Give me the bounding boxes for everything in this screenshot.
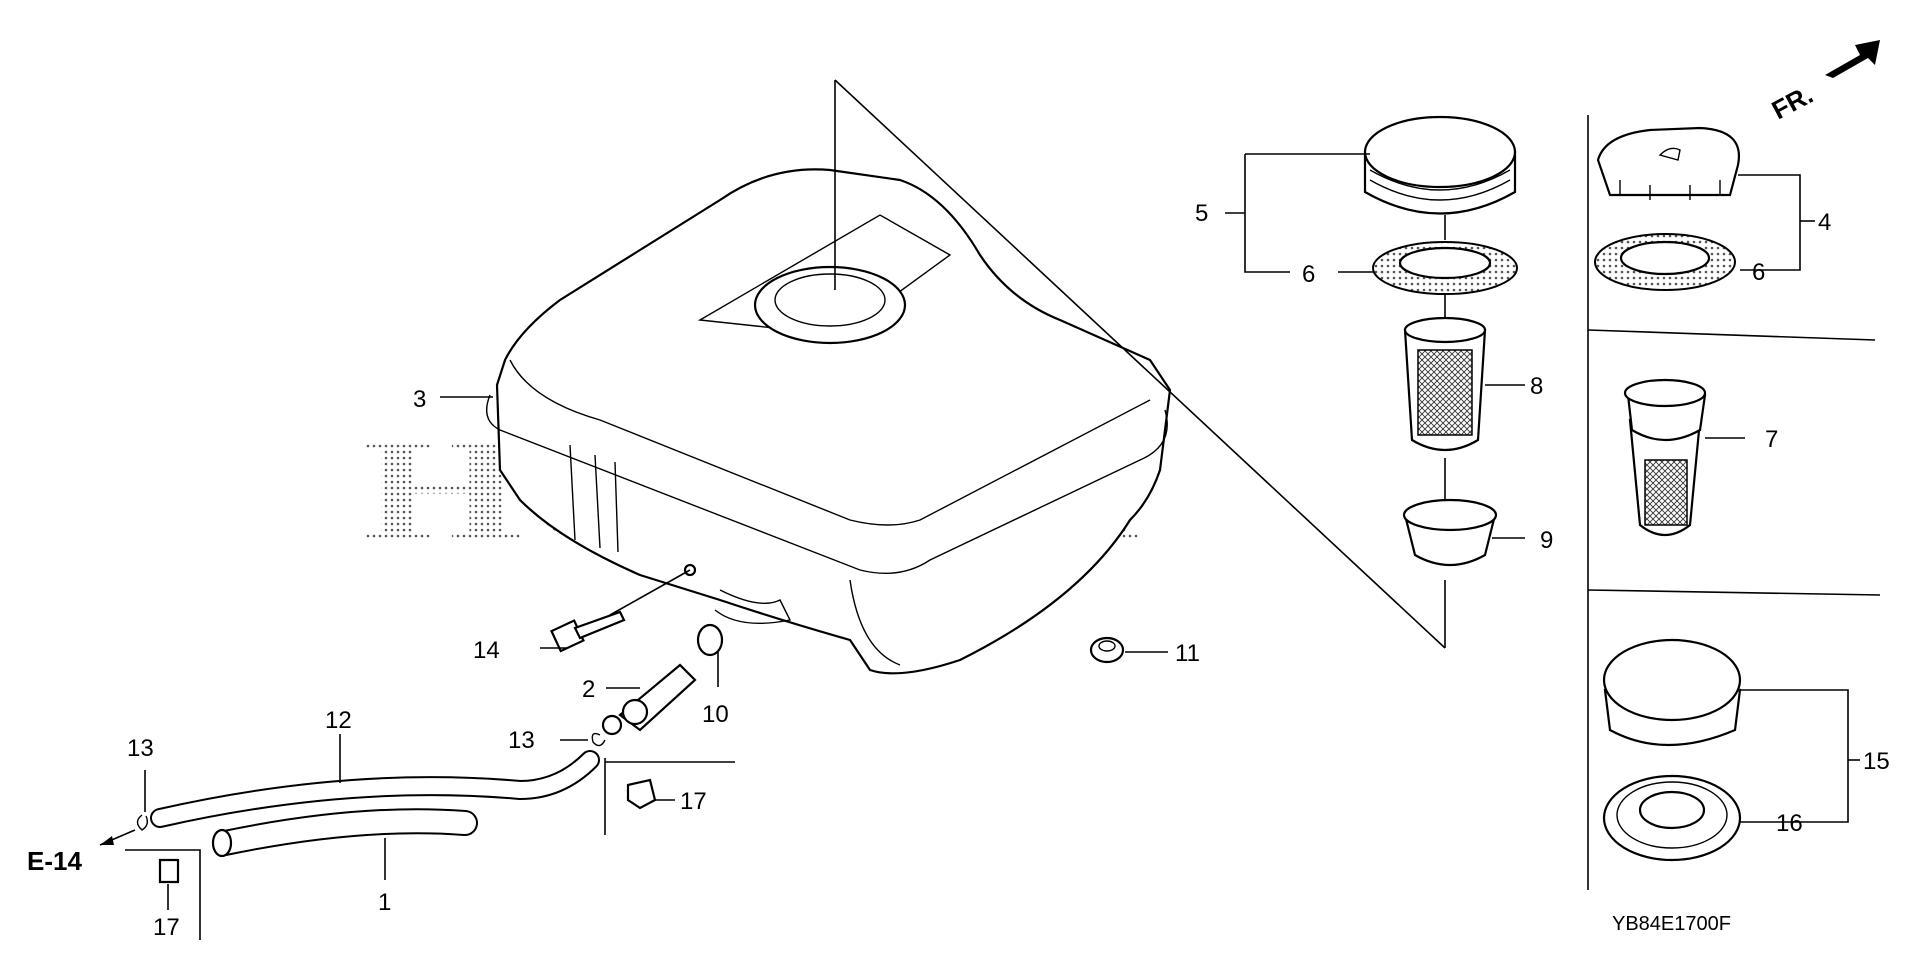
tank-plug — [1089, 636, 1125, 664]
drain-bolt — [550, 610, 626, 653]
callout-15: 15 — [1863, 748, 1890, 775]
callout-12: 12 — [325, 707, 352, 734]
callout-1: 1 — [378, 889, 391, 916]
callout-5: 5 — [1195, 200, 1208, 227]
callout-11: 11 — [1175, 640, 1200, 667]
callout-3: 3 — [413, 386, 426, 413]
callouts: 1 2 3 4 5 6 6 7 8 9 10 11 12 13 13 14 15… — [127, 200, 1890, 941]
cap-gasket-alt — [1594, 233, 1736, 291]
callout-4: 4 — [1818, 209, 1831, 236]
diagram-code: YB84E1700F — [1612, 913, 1731, 935]
fuel-cap-round — [1602, 638, 1742, 747]
callout-6b: 6 — [1752, 259, 1765, 286]
callout-16: 16 — [1776, 810, 1803, 837]
callout-6a: 6 — [1302, 261, 1315, 288]
front-direction-arrow: FR. — [1767, 40, 1880, 125]
cap-seal — [1602, 774, 1742, 862]
fuel-cock — [601, 663, 697, 736]
callout-9: 9 — [1540, 527, 1553, 554]
callout-17a: 17 — [680, 788, 707, 815]
callout-14: 14 — [473, 637, 500, 664]
callout-13b: 13 — [508, 727, 535, 754]
tube-clip — [591, 732, 606, 747]
tube-clip-end — [136, 814, 149, 831]
callout-7: 7 — [1765, 426, 1778, 453]
callout-17b: 17 — [153, 914, 180, 941]
callout-10: 10 — [702, 701, 729, 728]
strainer-holder — [1402, 498, 1498, 566]
cap-gasket — [1372, 241, 1518, 295]
callout-13a: 13 — [127, 735, 154, 762]
washer — [696, 623, 724, 657]
neck-guide-diagonal — [834, 79, 1446, 649]
svg-text:E-14: E-14 — [27, 846, 82, 876]
callout-8: 8 — [1530, 373, 1543, 400]
reference-e14: E-14 — [27, 829, 136, 876]
svg-text:FR.: FR. — [1767, 79, 1818, 125]
fuel-cap-alt — [1596, 126, 1741, 200]
fuel-strainer — [1403, 316, 1487, 451]
fuel-tank — [486, 168, 1172, 675]
callout-2: 2 — [582, 676, 595, 703]
fuel-cap — [1363, 115, 1517, 215]
tube-clamp-end — [158, 858, 180, 884]
tube-clamp — [626, 778, 657, 810]
leader-lines — [144, 153, 1860, 910]
strainer-alt — [1623, 378, 1707, 537]
